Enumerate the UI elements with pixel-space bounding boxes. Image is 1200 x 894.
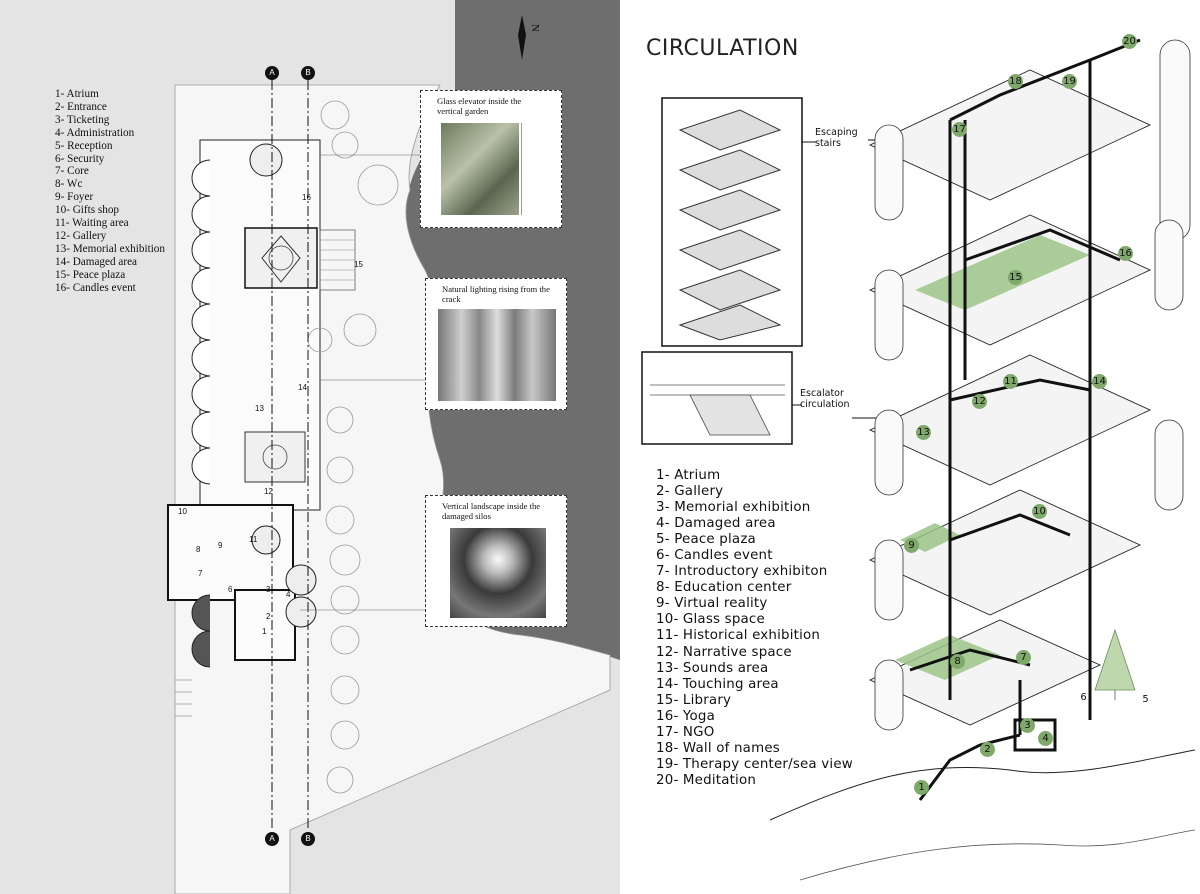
circulation-legend-item: 10- Glass space xyxy=(656,612,765,628)
circulation-legend-item: 15- Library xyxy=(656,692,732,708)
axo-number: 1 xyxy=(914,780,929,795)
section-mark-a-top: A xyxy=(265,66,279,80)
plan-legend-item: 1- Atrium xyxy=(55,88,99,100)
section-mark-a-bottom: A xyxy=(265,832,279,846)
axo-number: 20 xyxy=(1122,34,1137,49)
plan-number: 4 xyxy=(286,590,291,599)
plan-legend-item: 5- Reception xyxy=(55,139,113,152)
plan-number: 9 xyxy=(218,541,223,550)
circulation-legend-item: 16- Yoga xyxy=(656,708,716,724)
circulation-legend-item: 14- Touching area xyxy=(656,676,779,692)
circulation-panel: CIRCULATION Escaping stairs Escalator ci… xyxy=(620,0,1200,894)
axo-number: 11 xyxy=(1003,374,1018,389)
plan-legend-item: 13- Memorial exhibition xyxy=(55,242,165,255)
callout-escalator: Escalator circulation xyxy=(800,388,850,410)
plan-legend-item: 15- Peace plaza xyxy=(55,268,126,281)
plan-number: 1 xyxy=(262,627,267,636)
circulation-legend-item: 18- Wall of names xyxy=(656,740,780,756)
plan-number: 12 xyxy=(264,487,273,496)
tree xyxy=(1094,628,1136,700)
plan-legend-item: 9- Foyer xyxy=(55,191,94,204)
axo-number: 4 xyxy=(1038,731,1053,746)
circulation-legend-item: 9- Virtual reality xyxy=(656,596,768,612)
section-mark-b-top: B xyxy=(301,66,315,80)
circulation-legend: 1- Atrium 2- Gallery 3- Memorial exhibit… xyxy=(656,468,853,789)
plan-number: 10 xyxy=(178,507,187,516)
plan-legend-item: 12- Gallery xyxy=(55,229,107,242)
plan-legend-item: 10- Gifts shop xyxy=(55,204,120,217)
axo-number: 13 xyxy=(916,425,931,440)
plan-legend-item: 3- Ticketing xyxy=(55,113,110,126)
circulation-legend-item: 1- Atrium xyxy=(656,468,721,483)
plan-number: 8 xyxy=(196,545,201,554)
plan-number: 7 xyxy=(198,569,203,578)
plan-legend-item: 16- Candles event xyxy=(55,281,136,294)
circulation-legend-item: 4- Damaged area xyxy=(656,516,776,532)
plan-legend-item: 4- Administration xyxy=(55,126,135,139)
axonometric-drawing xyxy=(641,38,1196,881)
plan-number: 14 xyxy=(298,383,307,392)
damaged-silo-photo xyxy=(450,528,546,618)
circulation-legend-item: 7- Introductory exhibiton xyxy=(656,564,828,580)
plan-number: 15 xyxy=(354,260,363,269)
plan-legend-item: 8- Wc xyxy=(55,178,83,191)
axo-number: 19 xyxy=(1062,74,1077,89)
circulation-legend-item: 6- Candles event xyxy=(656,548,773,564)
axo-number: 7 xyxy=(1016,650,1031,665)
photo-card-natural-lighting: Natural lighting rising from the crack xyxy=(425,278,567,410)
plan-legend-item: 7- Core xyxy=(55,165,89,178)
circulation-legend-item: 5- Peace plaza xyxy=(656,532,756,548)
photo-caption: Vertical landscape inside the damaged si… xyxy=(442,501,541,521)
photo-caption: Natural lighting rising from the crack xyxy=(442,284,550,304)
circulation-legend-item: 20- Meditation xyxy=(656,772,757,788)
circulation-legend-item: 19- Therapy center/sea view xyxy=(656,756,853,772)
silos-crack-photo xyxy=(438,309,556,401)
site-plan-panel: 1- Atrium 2- Entrance 3- Ticketing 4- Ad… xyxy=(0,0,620,894)
plan-number: 3 xyxy=(266,585,271,594)
axo-number: 18 xyxy=(1008,74,1023,89)
plan-number: 13 xyxy=(255,404,264,413)
axo-number: 16 xyxy=(1118,246,1133,261)
axo-number: 12 xyxy=(972,394,987,409)
level-5-slab xyxy=(868,69,1152,201)
circulation-legend-item: 13- Sounds area xyxy=(656,660,769,676)
plan-legend-item: 6- Security xyxy=(55,152,105,165)
circulation-legend-item: 3- Memorial exhibition xyxy=(656,500,811,516)
axo-number: 14 xyxy=(1092,374,1107,389)
circulation-legend-item: 17- NGO xyxy=(656,724,715,740)
plan-legend: 1- Atrium 2- Entrance 3- Ticketing 4- Ad… xyxy=(55,88,165,295)
axo-number: 5 xyxy=(1142,694,1149,705)
axo-number: 15 xyxy=(1008,270,1023,285)
axo-number: 2 xyxy=(980,742,995,757)
plan-number: 16 xyxy=(302,193,311,202)
photo-card-vertical-landscape: Vertical landscape inside the damaged si… xyxy=(425,495,567,627)
circulation-legend-item: 2- Gallery xyxy=(656,484,724,500)
axo-number: 6 xyxy=(1080,692,1087,703)
photo-card-glass-elevator: Glass elevator inside the vertical garde… xyxy=(420,90,562,228)
axo-number: 9 xyxy=(904,538,919,553)
callout-escaping-stairs: Escaping stairs xyxy=(815,127,858,149)
circulation-legend-item: 8- Education center xyxy=(656,580,792,596)
section-mark-b-bottom: B xyxy=(301,832,315,846)
plan-legend-item: 14- Damaged area xyxy=(55,255,137,268)
vertical-garden-photo xyxy=(441,123,519,215)
plan-number: 11 xyxy=(249,535,258,544)
axo-number: 3 xyxy=(1020,718,1035,733)
plan-legend-item: 2- Entrance xyxy=(55,100,107,113)
circulation-legend-item: 12- Narrative space xyxy=(656,644,792,660)
photo-caption: Glass elevator inside the vertical garde… xyxy=(437,96,522,116)
plan-number: 2 xyxy=(266,612,271,621)
page-title: CIRCULATION xyxy=(646,36,799,61)
plan-number: 6 xyxy=(228,585,233,594)
level-1-slab xyxy=(868,619,1102,726)
circulation-legend-item: 11- Historical exhibition xyxy=(656,628,821,644)
north-arrow-label: N xyxy=(528,24,541,32)
axo-number: 17 xyxy=(952,122,967,137)
axo-number: 8 xyxy=(950,654,965,669)
elevator-detail-drawing xyxy=(521,123,556,215)
plan-legend-item: 11- Waiting area xyxy=(55,217,129,230)
axo-number: 10 xyxy=(1032,504,1047,519)
